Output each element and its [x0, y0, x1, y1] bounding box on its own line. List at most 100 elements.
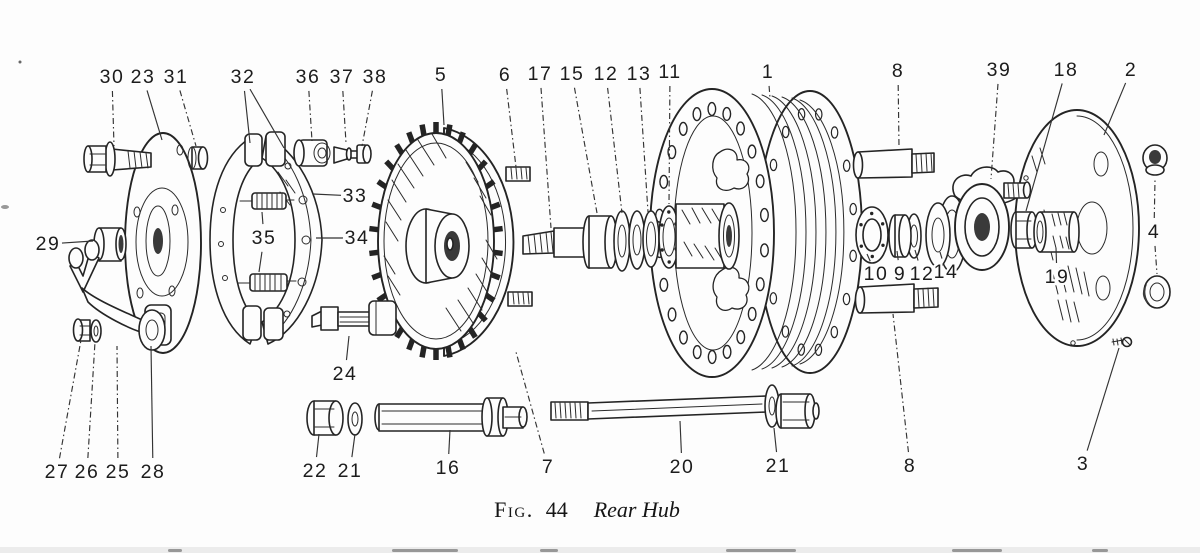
part-callout-39: 39 [987, 59, 1012, 81]
flange-cutout-lower [712, 266, 750, 312]
wheel-stud-bottom [507, 291, 533, 307]
callout-leader [506, 88, 517, 168]
arm-bush-25 [138, 309, 166, 351]
part-callout-36: 36 [296, 66, 321, 88]
ring-13 [642, 210, 660, 268]
callout-leader [914, 249, 919, 261]
bolt-30 [83, 141, 152, 177]
part-callout-8: 8 [904, 455, 916, 477]
part-callout-15: 15 [560, 63, 585, 85]
part-callout-3: 3 [1077, 453, 1089, 475]
callout-leader [111, 90, 115, 147]
callout-leader [773, 427, 778, 453]
torque-arm [68, 239, 166, 351]
callout-leader [315, 433, 320, 458]
part-callout-7: 7 [542, 456, 554, 478]
part-callout-37: 37 [330, 66, 355, 88]
callout-leader [361, 90, 373, 147]
callout-leader [892, 313, 910, 453]
part-callout-10: 10 [864, 263, 889, 285]
sprocket-hub [405, 208, 470, 284]
callout-leader [308, 90, 313, 142]
part-callout-11: 11 [658, 61, 681, 83]
shoe-anchor-top-right [265, 131, 286, 167]
grease-retainer-29 [93, 227, 127, 262]
part-callout-26: 26 [75, 461, 100, 483]
part-callout-29: 29 [36, 233, 61, 255]
scan-smudge [1092, 549, 1108, 552]
callout-leader [249, 88, 285, 149]
callout-leader [146, 90, 163, 141]
washer-26 [90, 319, 102, 343]
part-callout-23: 23 [131, 66, 156, 88]
sprocket-hatching [383, 133, 498, 332]
part-callout-12: 12 [910, 263, 935, 285]
part-callout-9: 9 [894, 263, 906, 285]
callout-leader [679, 420, 682, 454]
callout-leader [116, 345, 119, 459]
axle-20 [550, 384, 820, 429]
part-callout-28: 28 [141, 461, 166, 483]
callout-leader [668, 85, 671, 205]
spacer-9 [888, 214, 912, 258]
callout-leader [258, 251, 263, 273]
callout-leader [573, 87, 598, 214]
callout-leader [87, 341, 96, 459]
callout-leader [179, 90, 197, 147]
callout-leader [448, 429, 451, 455]
axle-sleeve-top-8 [852, 148, 935, 179]
nut-22 [306, 400, 344, 436]
wheel-stud-top [505, 166, 531, 182]
callout-leader [896, 250, 899, 261]
part-callout-32: 32 [231, 66, 256, 88]
callout-leader [639, 87, 649, 213]
caption-fig-label: Fig. [494, 497, 534, 522]
brake-adjuster [293, 139, 372, 167]
part-callout-30: 30 [100, 66, 125, 88]
axle-nut [775, 393, 820, 429]
part-callout-31: 31 [164, 66, 189, 88]
shoe-anchor-bottom-right [263, 307, 284, 341]
sprocket [369, 122, 503, 360]
shoe-spring-top [239, 192, 295, 210]
hub-drum-ribs [751, 93, 845, 371]
callout-leader [897, 84, 900, 148]
callout-leader [243, 90, 251, 144]
part-callout-19: 19 [1045, 266, 1070, 288]
callout-leader [312, 193, 342, 196]
callout-leader [939, 251, 943, 259]
screw-3 [1111, 336, 1133, 348]
callout-leader [61, 240, 94, 244]
part-callout-13: 13 [627, 63, 652, 85]
callout-leader [441, 88, 445, 126]
cap-nut-31 [187, 146, 209, 170]
callout-leader [515, 351, 545, 454]
speedo-cable-union [1003, 182, 1027, 199]
shoe-spring-bottom [237, 273, 297, 292]
callout-leader [58, 339, 82, 459]
cam-spindle-24 [311, 300, 397, 336]
part-callout-5: 5 [435, 64, 447, 86]
part-callout-27: 27 [45, 461, 70, 483]
axle-sleeve-bottom-8 [854, 283, 939, 314]
caption-fig-number: 44 [545, 497, 568, 522]
part-callout-35: 35 [252, 227, 277, 249]
part-callout-38: 38 [363, 66, 388, 88]
speedo-drive-39 [952, 166, 1032, 271]
dummy-axle-16 [374, 397, 528, 437]
nut-27 [72, 318, 91, 342]
callout-leader [990, 83, 999, 180]
callout-leader [768, 85, 771, 99]
spacer-19 [1033, 211, 1080, 253]
part-callout-34: 34 [345, 227, 370, 249]
part-callout-17: 17 [528, 63, 553, 85]
bearing-10 [855, 206, 889, 264]
stub-axle-assembly [522, 202, 740, 272]
callout-leader [261, 211, 264, 225]
scan-speck [1, 205, 9, 209]
brake-shoe-left [209, 137, 259, 345]
part-callout-25: 25 [106, 461, 131, 483]
